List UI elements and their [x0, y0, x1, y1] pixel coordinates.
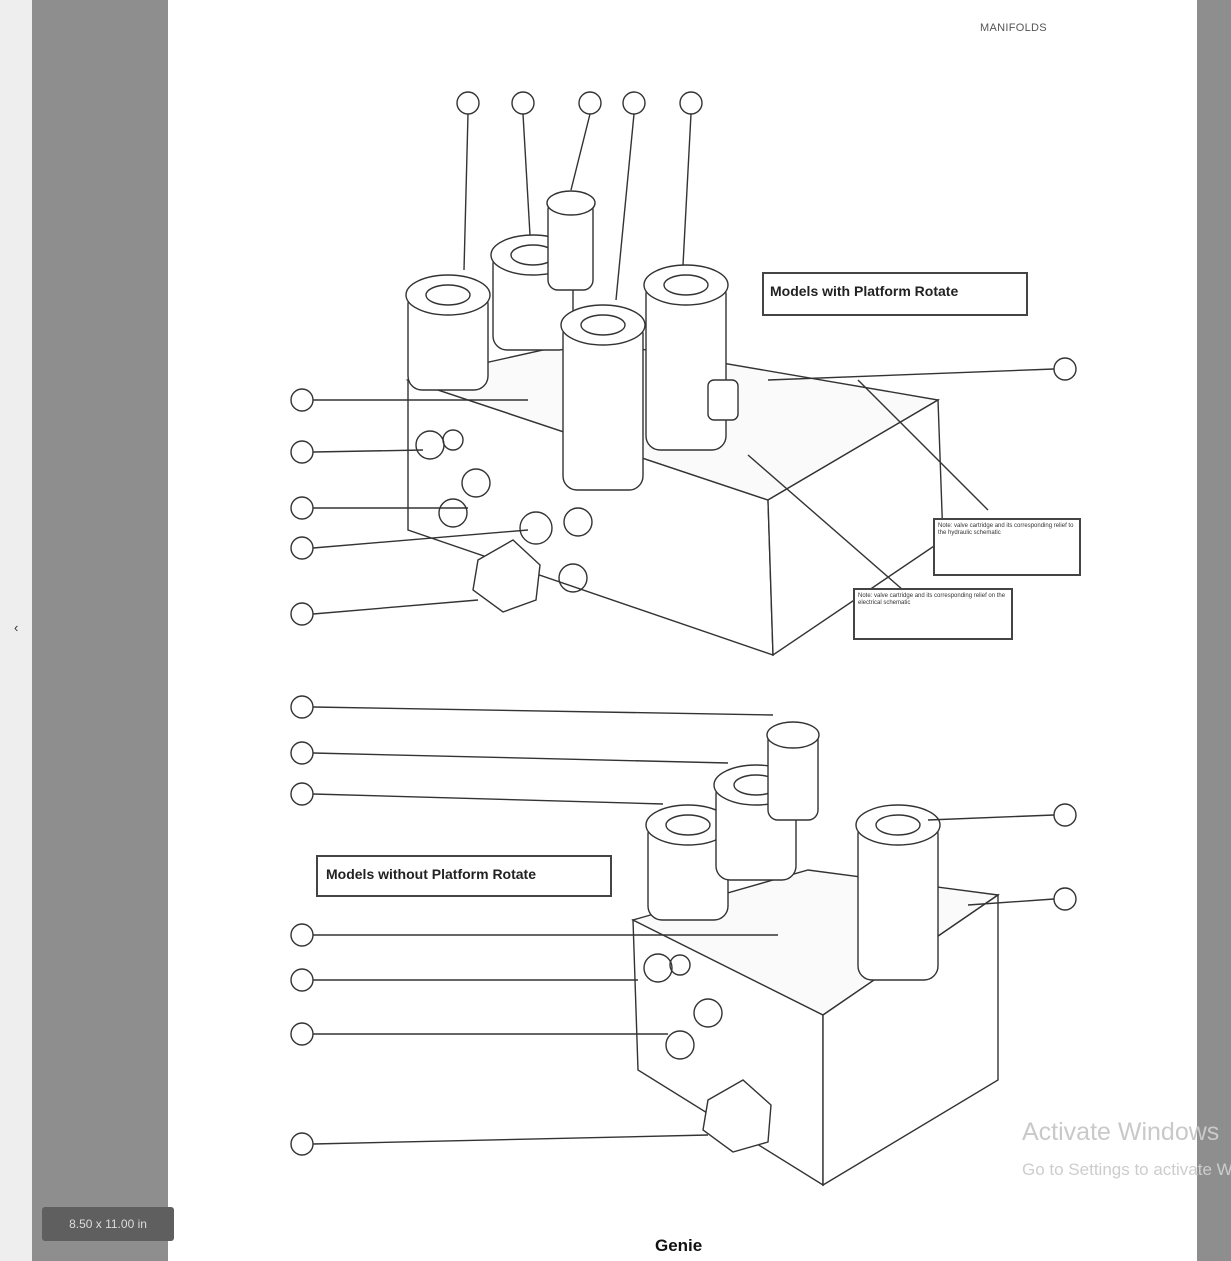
- page-size-badge: 8.50 x 11.00 in: [42, 1207, 174, 1241]
- brand-logo: Genie: [655, 1236, 703, 1255]
- page-header: MANIFOLDS: [980, 22, 1047, 34]
- top-diagram-title-box: [762, 272, 1028, 316]
- manifold-diagram-without-rotate: [290, 695, 1077, 1187]
- page-nav-rail: ‹: [0, 0, 32, 1261]
- bottom-diagram-title-box: [316, 855, 612, 897]
- document-page: MANIFOLDS: [168, 0, 1197, 1261]
- activate-windows-watermark-subtitle: Go to Settings to activate Windows.: [1022, 1160, 1231, 1179]
- previous-page-arrow-icon[interactable]: ‹: [14, 620, 19, 635]
- viewer-right-gutter: [1197, 0, 1231, 1261]
- activate-windows-watermark-title: Activate Windows: [1022, 1118, 1220, 1146]
- viewer-left-gutter: [32, 0, 168, 1261]
- top-diagram-title: Models with Platform Rotate: [770, 283, 959, 299]
- top-diagram-note-electrical: Note: valve cartridge and its correspond…: [853, 588, 1013, 640]
- top-diagram-note-hydraulic: Note: valve cartridge and its correspond…: [933, 518, 1081, 576]
- bottom-diagram-title: Models without Platform Rotate: [326, 866, 536, 882]
- manifold-diagram-with-rotate: [290, 91, 1077, 657]
